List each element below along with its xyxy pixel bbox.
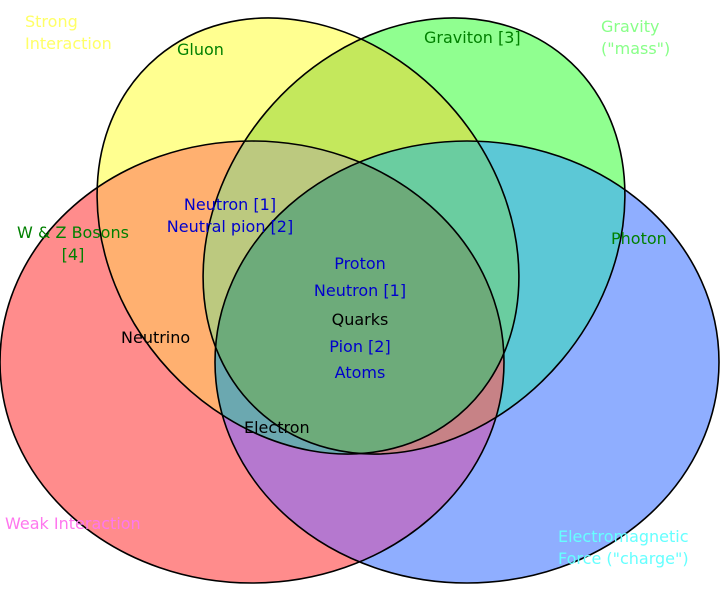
- wz-bosons-label: W & Z Bosons [4]: [17, 223, 129, 264]
- weak-interaction-label: Weak Interaction: [5, 514, 141, 533]
- strong-set-outline: [96, 17, 520, 455]
- graviton-label: Graviton [3]: [424, 28, 521, 47]
- quarks-label: Quarks: [331, 310, 389, 329]
- photon-label: Photon: [611, 229, 667, 248]
- pion-label: Pion [2]: [329, 337, 391, 356]
- atoms-label: Atoms: [334, 363, 386, 382]
- neutron-center-label: Neutron [1]: [313, 281, 407, 300]
- weak-set-outline: [0, 140, 505, 584]
- em-set-outline: [214, 140, 720, 584]
- gravity-set-outline: [202, 17, 626, 455]
- gluon-label: Gluon: [177, 40, 224, 59]
- neutron-pion-label: Neutron [1] Neutral pion [2]: [166, 195, 294, 236]
- proton-label: Proton: [334, 254, 386, 273]
- center-items: Proton Neutron [1] Quarks Pion [2] Atoms: [290, 253, 430, 384]
- neutrino-label: Neutrino: [121, 328, 191, 347]
- strong-interaction-label: Strong Interaction: [25, 12, 112, 53]
- electromagnetic-force-label: Electromagnetic Force ("charge"): [558, 527, 689, 568]
- electron-label: Electron: [244, 418, 310, 437]
- gravity-label: Gravity ("mass"): [601, 17, 671, 58]
